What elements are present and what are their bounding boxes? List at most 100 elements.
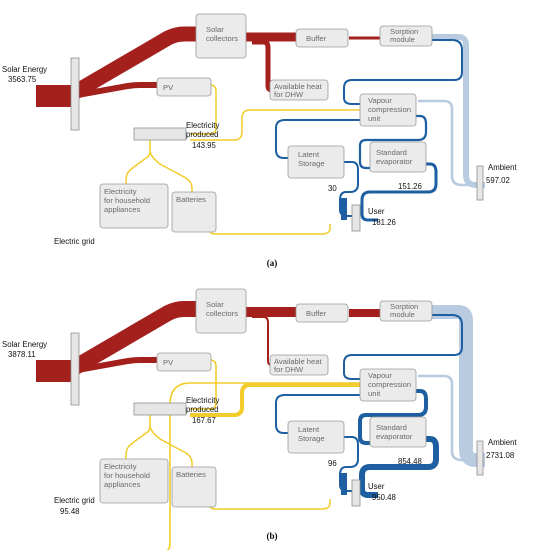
- electricity-produced-label-line-2: produced: [186, 405, 219, 414]
- sorption-label-line-1: Sorption: [390, 302, 418, 311]
- user-node: [351, 479, 361, 507]
- solar-flow-to-collectors: [67, 301, 196, 376]
- cold-flow-vapour-to-evaporator: [358, 114, 428, 170]
- sorption-label-line-2: module: [390, 310, 415, 319]
- latent-storage-box-rect: [287, 420, 345, 454]
- cold-flow-sorption-to-vapour: [343, 39, 463, 105]
- available-heat-box-rect: [269, 354, 329, 376]
- electricity-produced-label-line-2: produced: [186, 130, 219, 139]
- solar-flow-to-pv: [71, 82, 157, 99]
- batteries-box-rect: [171, 466, 217, 508]
- cold-flow-vapour-to-evaporator: [358, 389, 428, 445]
- cold-flow-sorption-to-vapour: [343, 314, 463, 380]
- electricity-flow-to-household: [125, 415, 151, 461]
- sorption-module-box-rect: [379, 300, 433, 322]
- electricity-produced-label-line-1: Electricity: [186, 396, 219, 405]
- cold-flow-vapour-to-latent: [275, 119, 360, 159]
- batteries-box-rect: [171, 191, 217, 233]
- user-label: User: [368, 482, 385, 491]
- electricity-flow-to-batteries: [149, 426, 193, 467]
- electricity-flow-pv-to-produced: [190, 359, 217, 410]
- solar-energy-label: Solar Energy: [2, 65, 47, 74]
- pv-box: PV: [156, 77, 212, 97]
- electricity-flow-batteries-to-grid: [207, 203, 331, 235]
- pv-box-rect: [156, 352, 212, 372]
- buffer-label: Buffer: [306, 34, 327, 43]
- pv-label: PV: [163, 83, 174, 92]
- household-appliances-box-rect: [99, 183, 169, 229]
- buffer-box-rect: [295, 28, 349, 48]
- cold-flow-evaporator-to-user: [359, 436, 439, 498]
- electric-grid-label: Electric grid: [54, 496, 95, 505]
- vapour-label-line-2: compression: [368, 380, 411, 389]
- ambient-flow-from-vapour: [418, 99, 478, 187]
- electricity-split-node: [133, 402, 187, 416]
- vapour-compression-box-rect: [359, 368, 417, 402]
- panel-caption: (a): [267, 258, 278, 268]
- vapour-label-line-1: Vapour: [368, 371, 392, 380]
- cold-flow-latent-to-user: [339, 436, 359, 492]
- available-heat-label-line-1: Available heat: [274, 82, 322, 91]
- buffer-box: Buffer: [295, 28, 349, 48]
- household-appliances-box-rect: [99, 458, 169, 504]
- standard-evaporator-box-rect: [369, 141, 427, 173]
- electricity-split-node: [133, 127, 187, 141]
- buffer-box-rect: [295, 303, 349, 323]
- ambient-value: 2731.08: [486, 451, 514, 460]
- ambient-flow-from-vapour: [418, 374, 478, 462]
- available-heat-label-line-2: for DHW: [274, 90, 304, 99]
- evaporator-label-line-2: evaporator: [376, 157, 413, 166]
- cold-flow-vapour-to-latent: [275, 394, 360, 434]
- standard-evaporator-box-rect: [369, 416, 427, 448]
- electricity-produced-value: 167.67: [192, 416, 216, 425]
- latent-label-line-1: Latent: [298, 425, 320, 434]
- evaporator-value: 854.48: [398, 457, 422, 466]
- pv-box: PV: [156, 352, 212, 372]
- solar-collectors-box-rect: [195, 288, 247, 334]
- electric-grid-label: Electric grid: [54, 237, 95, 246]
- latent-value: 30: [328, 184, 337, 193]
- ambient-label: Ambient: [488, 438, 517, 447]
- household-label-line-2: for household: [104, 196, 150, 205]
- cold-flow-evaporator-to-user: [360, 162, 438, 222]
- solar-flow-to-collectors: [68, 26, 196, 101]
- vapour-label-line-3: unit: [368, 389, 381, 398]
- available-heat-label-line-1: Available heat: [274, 357, 322, 366]
- sorption-label-line-2: module: [390, 35, 415, 44]
- evaporator-label-line-1: Standard: [376, 423, 407, 432]
- ambient-node: [476, 440, 484, 476]
- electricity-produced-label-line-1: Electricity: [186, 121, 219, 130]
- solar-split-node: [70, 57, 80, 131]
- evaporator-label-line-2: evaporator: [376, 432, 413, 441]
- latent-value: 96: [328, 459, 337, 468]
- pv-label: PV: [163, 358, 174, 367]
- ambient-node: [476, 165, 484, 201]
- solar-split-node: [70, 332, 80, 406]
- user-flow-bar: [341, 473, 347, 495]
- household-label-line-1: Electricity: [104, 187, 137, 196]
- solar-collectors-box-rect: [195, 13, 247, 59]
- electricity-flow-pv-to-produced: [190, 84, 217, 135]
- user-flow-bar: [341, 198, 347, 220]
- vapour-label-line-2: compression: [368, 105, 411, 114]
- solar-collectors-label-line-2: collectors: [206, 309, 238, 318]
- batteries-label: Batteries: [176, 470, 206, 479]
- latent-storage-box-rect: [287, 145, 345, 179]
- user-node: [351, 204, 361, 232]
- household-label-line-2: for household: [104, 471, 150, 480]
- electricity-flow-from-grid: [166, 382, 360, 550]
- sorption-module-box-rect: [379, 25, 433, 47]
- household-label-line-3: appliances: [104, 205, 141, 214]
